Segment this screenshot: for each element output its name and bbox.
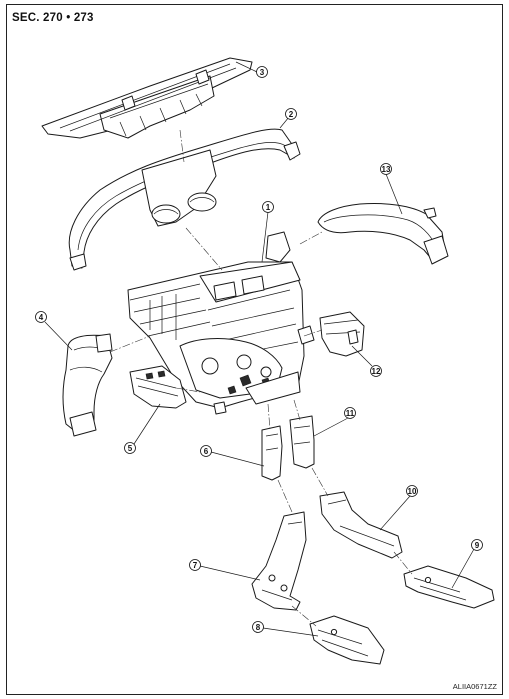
- svg-text:7: 7: [193, 561, 198, 570]
- part-9-floor-duct: [403, 565, 495, 609]
- reference-code: ALIIA0671ZZ: [452, 682, 497, 691]
- diagram-frame: [6, 4, 503, 695]
- callout-9: 9: [451, 539, 483, 589]
- svg-text:12: 12: [372, 367, 381, 376]
- callout-4: 4: [35, 311, 73, 351]
- svg-text:5: 5: [128, 444, 133, 453]
- svg-text:1: 1: [266, 203, 271, 212]
- section-label: SEC. 270 • 273: [12, 12, 94, 24]
- svg-text:10: 10: [408, 487, 417, 496]
- callout-2: 2: [279, 108, 297, 129]
- part-7-floor-duct: [251, 511, 307, 611]
- callout-6: 6: [200, 445, 265, 467]
- part-10-rear-duct: [319, 491, 403, 559]
- callout-10: 10: [379, 485, 418, 531]
- svg-text:3: 3: [260, 68, 265, 77]
- assembly-center-lines: [109, 129, 413, 627]
- callout-11: 11: [313, 407, 356, 437]
- svg-text:11: 11: [346, 409, 355, 418]
- part-4-side-duct-lh: [62, 333, 113, 437]
- svg-text:9: 9: [475, 541, 480, 550]
- callout-12: 12: [351, 345, 382, 377]
- part-6-rear-duct-lh: [261, 425, 283, 481]
- callout-5: 5: [124, 403, 161, 454]
- part-1-heater-cooling-unit: [127, 231, 315, 415]
- callout-13: 13: [380, 163, 403, 215]
- part-11-rear-duct-rh: [289, 415, 315, 469]
- svg-text:8: 8: [256, 623, 261, 632]
- part-2-center-duct: [68, 128, 301, 271]
- part-8-floor-duct: [309, 615, 385, 665]
- svg-text:6: 6: [204, 447, 209, 456]
- svg-text:4: 4: [39, 313, 44, 322]
- callout-3: 3: [235, 61, 268, 78]
- svg-text:13: 13: [382, 165, 391, 174]
- callout-8: 8: [252, 621, 319, 637]
- part-5-aspirator: [129, 365, 187, 409]
- part-3-defroster-nozzle: [41, 57, 253, 139]
- callout-7: 7: [189, 559, 261, 581]
- part-12-duct-connector: [319, 311, 365, 357]
- callout-1: 1: [261, 201, 274, 263]
- part-13-side-duct-rh: [317, 203, 449, 265]
- svg-text:2: 2: [289, 110, 294, 119]
